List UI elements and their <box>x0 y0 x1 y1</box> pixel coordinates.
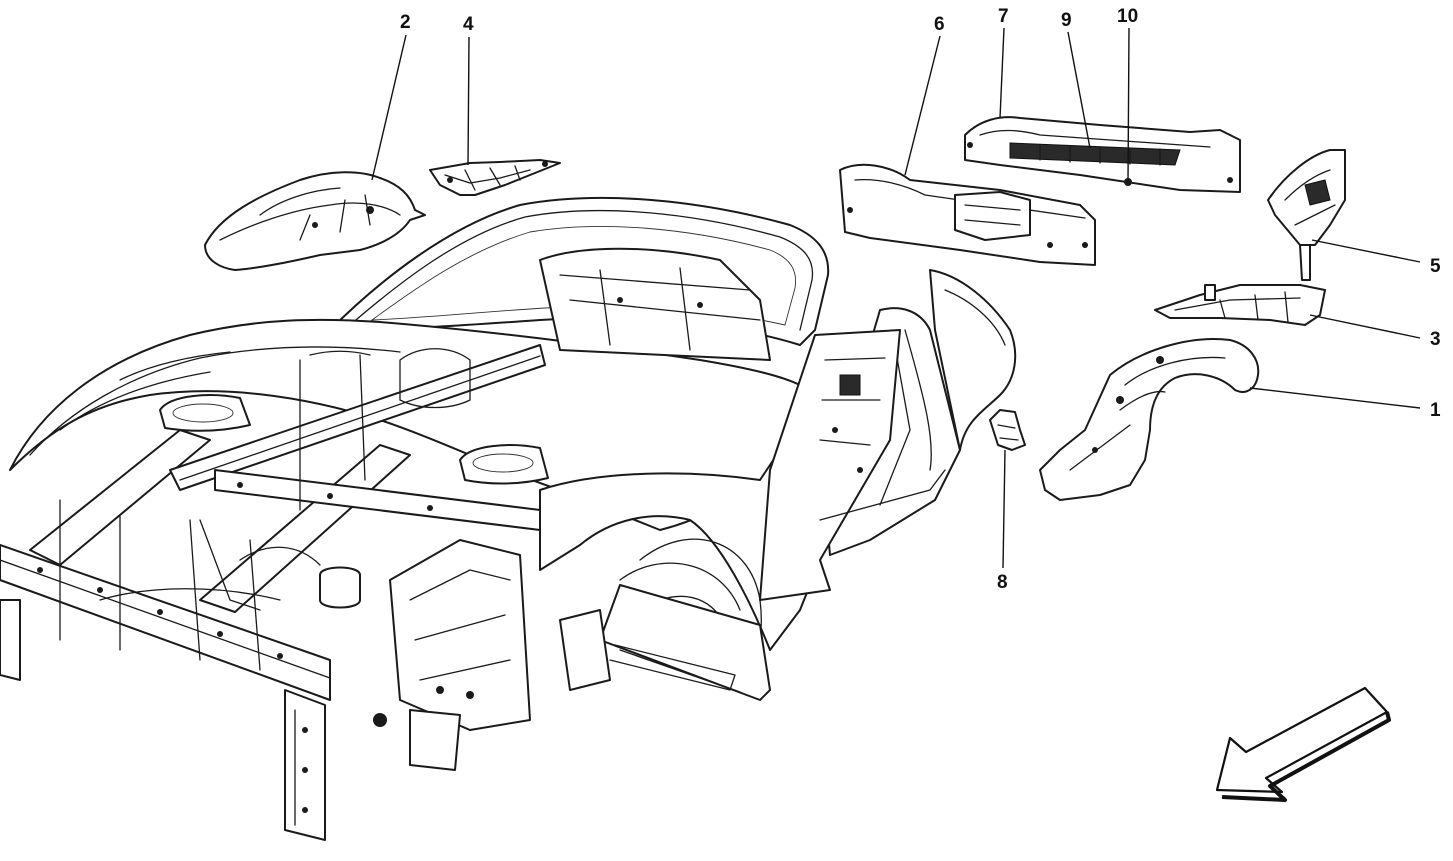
part-7-rear-upper-panel <box>964 116 1241 193</box>
callout-10: 10 <box>1117 6 1138 27</box>
part-4-panel <box>429 159 561 196</box>
leader-9 <box>1067 31 1091 149</box>
leader-10 <box>1127 27 1130 183</box>
leader-2 <box>371 34 407 181</box>
leader-5 <box>1311 239 1421 263</box>
front-direction-arrow-icon <box>1215 686 1391 802</box>
callout-4: 4 <box>463 14 474 35</box>
callout-8: 8 <box>997 572 1008 593</box>
leader-8 <box>1002 449 1006 569</box>
leader-lines <box>371 27 1421 569</box>
body-shell <box>0 196 1017 841</box>
callout-labels: 1 2 3 4 5 6 7 8 9 10 <box>400 6 1441 593</box>
part-5-rear-corner-bracket <box>1267 149 1346 281</box>
callout-1: 1 <box>1430 400 1441 421</box>
leader-7 <box>999 27 1005 119</box>
part-2-front-inner-wheelhouse <box>204 171 426 271</box>
part-3-bracket <box>1154 284 1326 326</box>
callout-2: 2 <box>400 12 411 33</box>
callout-5: 5 <box>1430 256 1441 277</box>
part-8-small-bracket <box>989 409 1026 451</box>
callout-3: 3 <box>1430 329 1441 350</box>
leader-3 <box>1309 314 1421 339</box>
callout-9: 9 <box>1061 10 1072 31</box>
callout-6: 6 <box>934 14 945 35</box>
part-6-rear-crossmember <box>839 163 1096 266</box>
leader-6 <box>904 35 941 176</box>
leader-1 <box>1249 387 1421 409</box>
leader-4 <box>467 36 470 166</box>
callout-7: 7 <box>998 6 1009 27</box>
part-1-rear-wheelhouse <box>1039 338 1260 501</box>
